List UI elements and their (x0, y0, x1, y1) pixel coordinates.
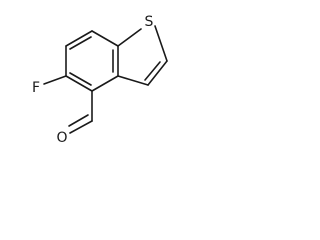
bond-double-inner-c6-c7 (69, 36, 92, 50)
bond-ring-c7-c7a (91, 30, 119, 47)
atom-fluorine-label: F (32, 80, 40, 96)
bond-c3-c3a (117, 75, 149, 86)
atom-oxygen-label: O (56, 130, 67, 146)
bond-ring-c6-c7 (65, 30, 93, 47)
atom-labels: S F O (32, 14, 154, 146)
atom-sulfur-label: S (145, 14, 154, 30)
bond-c5-f (43, 75, 67, 85)
bond-s-c2 (154, 25, 168, 62)
bond-double-inner-c2-c3 (144, 61, 161, 81)
bond-ring-c3a-c4 (91, 75, 119, 92)
bond-double-inner-c4-c5 (69, 72, 92, 86)
bond-c2-c3 (147, 60, 168, 86)
bond-double-cho-o (68, 114, 89, 127)
bond-cho-o (69, 120, 93, 134)
bond-ring-c4-c5 (65, 75, 93, 92)
chemical-structure: S F O (32, 14, 168, 146)
bond-c7a-s (117, 28, 142, 47)
bonds (43, 25, 168, 134)
